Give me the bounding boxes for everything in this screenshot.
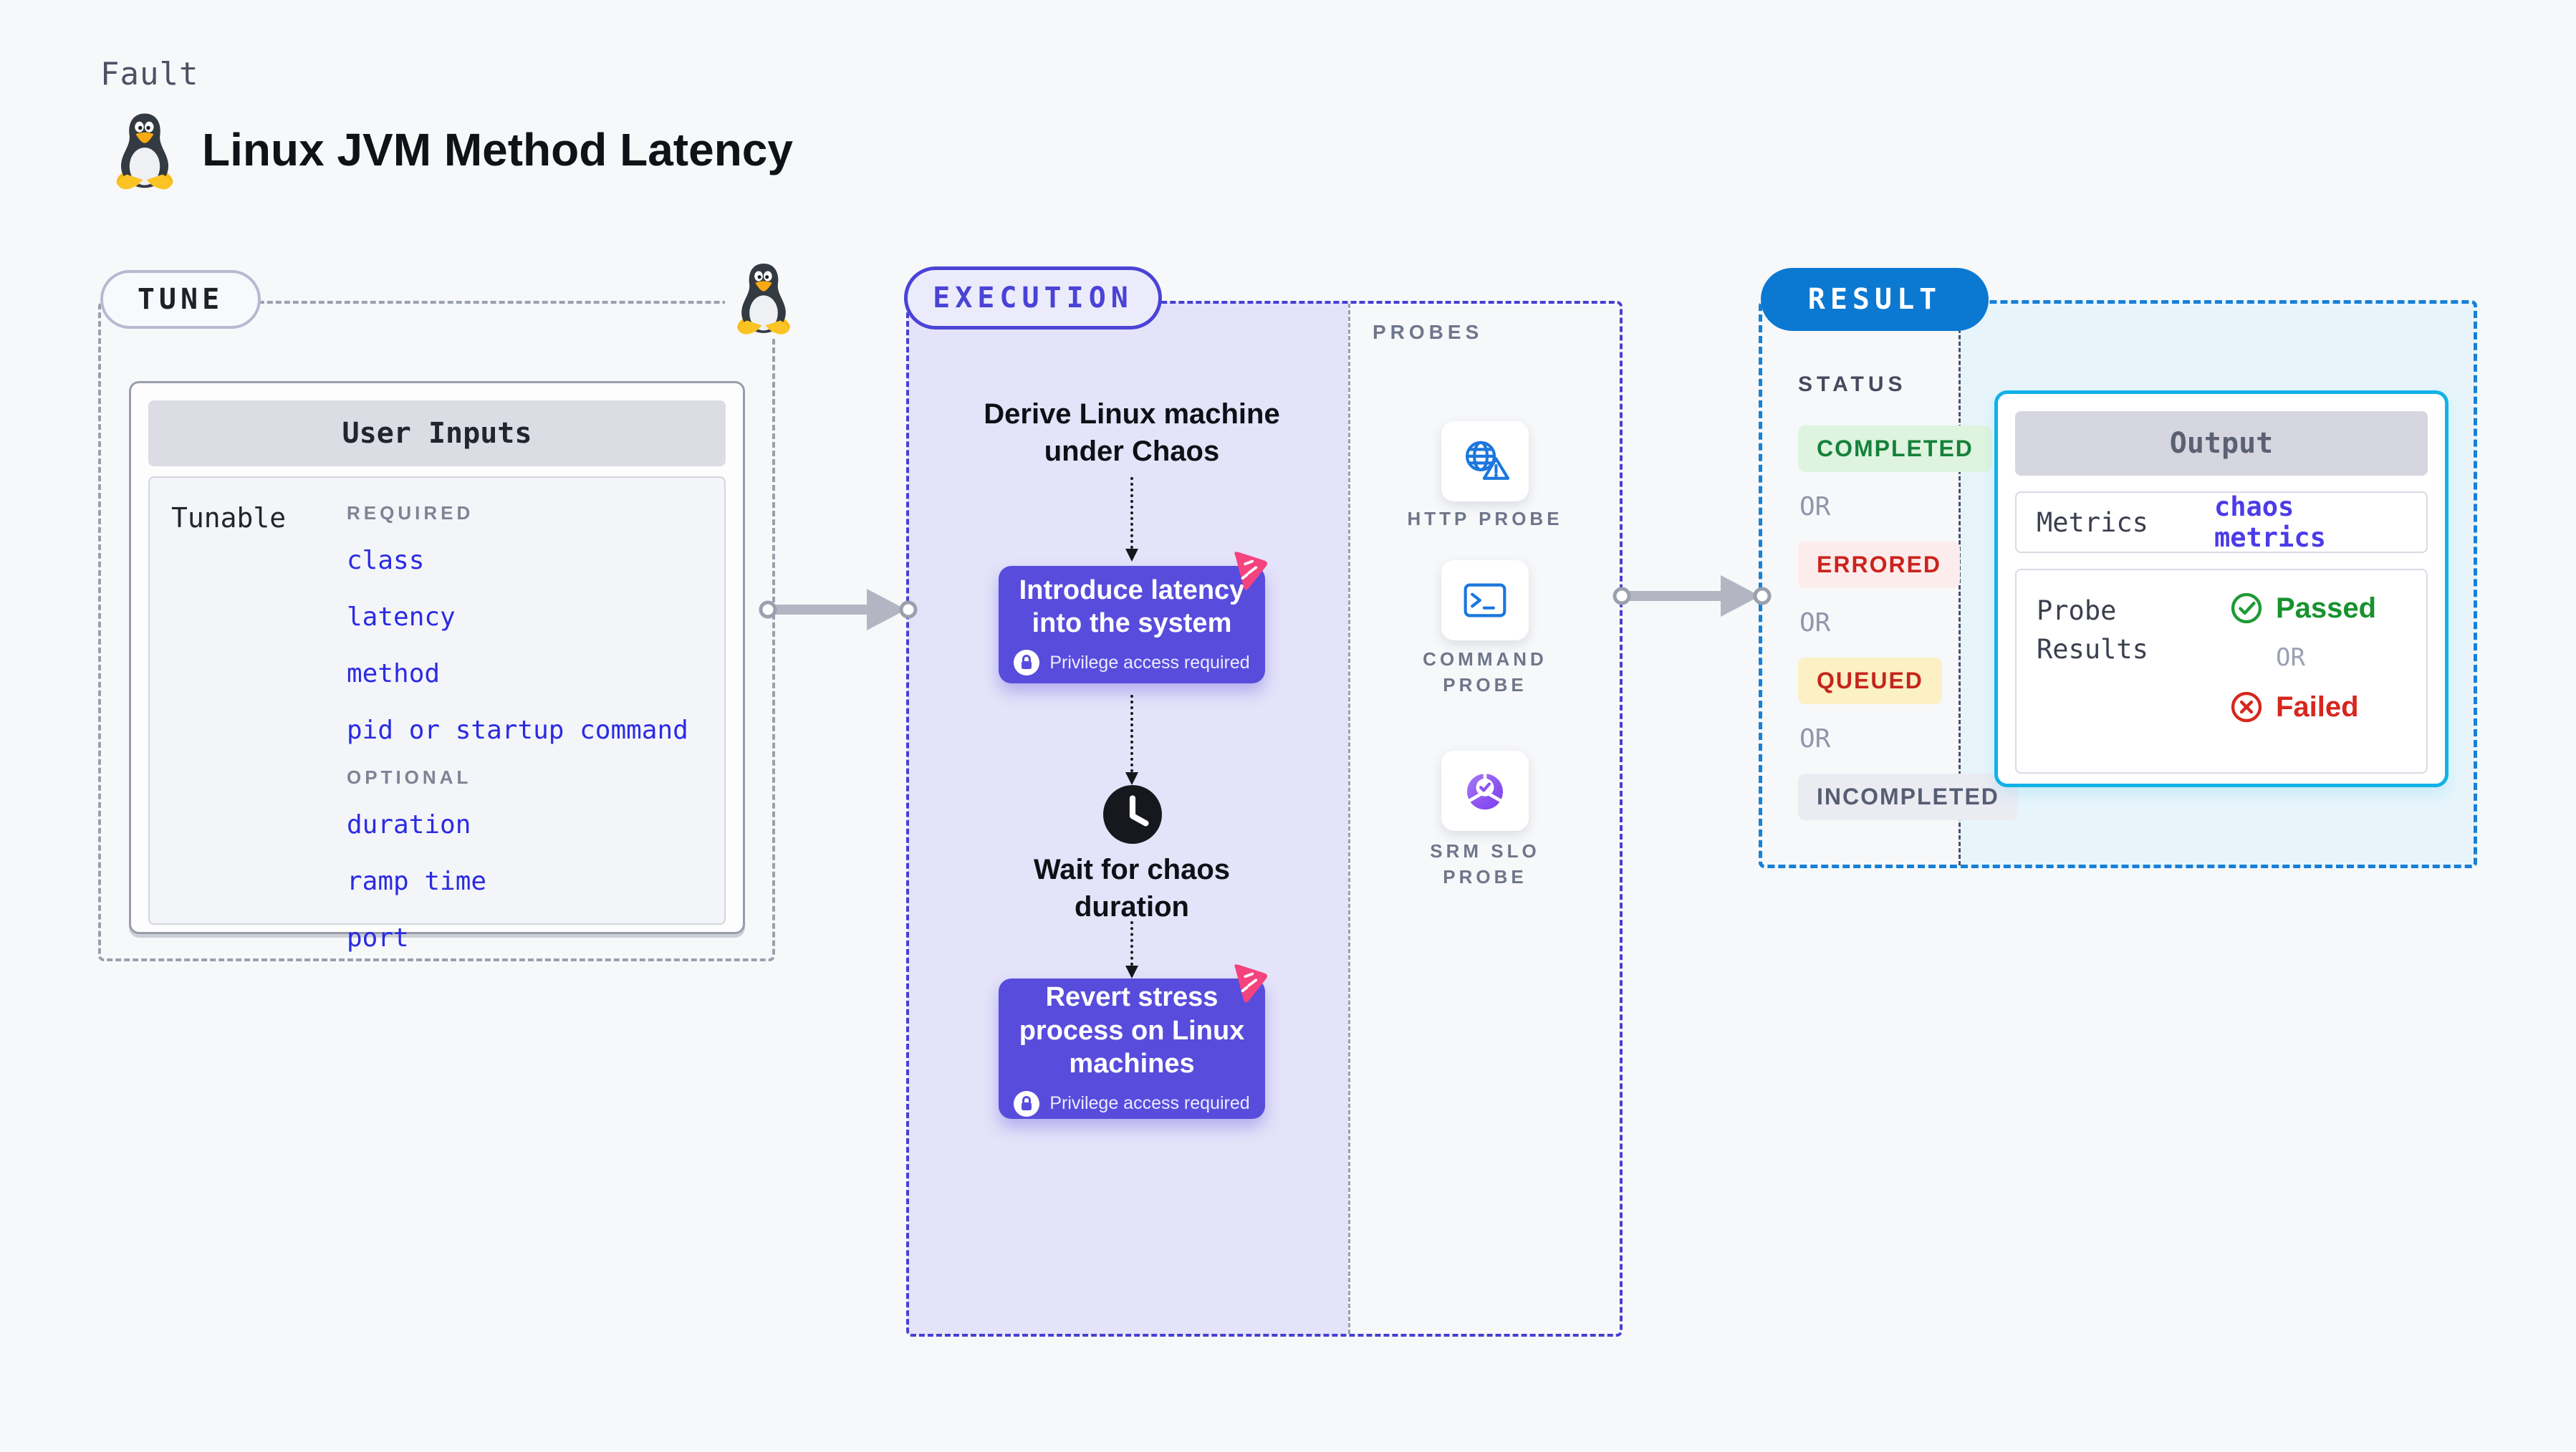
lock-icon bbox=[1014, 1091, 1039, 1117]
user-inputs-title: User Inputs bbox=[148, 400, 726, 466]
lock-icon bbox=[1014, 650, 1039, 675]
tune-dashed-frame bbox=[98, 301, 775, 961]
chaos-hub-pink-icon bbox=[1226, 961, 1269, 1004]
check-circle-icon bbox=[2230, 592, 2263, 625]
result-divider bbox=[1959, 303, 1961, 865]
wait-step-label: Wait for chaos duration bbox=[1033, 854, 1231, 923]
revert-stress-action: Revert stress process on Linux machines … bbox=[999, 979, 1265, 1119]
tux-penguin-icon bbox=[725, 252, 802, 337]
privilege-note: Privilege access required bbox=[1049, 652, 1250, 673]
flow-arrow-down bbox=[1125, 921, 1138, 979]
param-class: class bbox=[347, 546, 425, 575]
flow-arrow-down bbox=[1125, 477, 1138, 562]
output-card: Output Metrics chaos metrics Probe Resul… bbox=[1994, 390, 2448, 787]
tunable-label: Tunable bbox=[171, 502, 287, 534]
required-label: REQUIRED bbox=[347, 502, 474, 524]
param-ramp-time: ramp time bbox=[347, 867, 487, 896]
action-title: Introduce latency into the system bbox=[1019, 574, 1245, 638]
clock-icon bbox=[1103, 785, 1162, 844]
command-probe-card bbox=[1441, 560, 1529, 640]
terminal-icon bbox=[1458, 573, 1512, 628]
param-method: method bbox=[347, 659, 441, 688]
param-duration: duration bbox=[347, 810, 471, 840]
or-label: OR bbox=[2276, 643, 2305, 672]
probe-results-label: Probe Results bbox=[2037, 595, 2148, 665]
execution-to-result-arrow bbox=[1612, 564, 1772, 628]
srm-slo-probe-card bbox=[1441, 751, 1529, 831]
metrics-label: Metrics bbox=[2037, 506, 2148, 538]
param-latency: latency bbox=[347, 602, 456, 632]
or-label: OR bbox=[1799, 608, 1831, 638]
status-label: STATUS bbox=[1798, 372, 1907, 396]
probes-divider bbox=[1348, 304, 1350, 1334]
probe-results-row: Probe Results Passed OR Failed bbox=[2015, 569, 2428, 774]
metrics-row: Metrics chaos metrics bbox=[2015, 491, 2428, 553]
introduce-latency-action: Introduce latency into the system Privil… bbox=[999, 566, 1265, 683]
optional-label: OPTIONAL bbox=[347, 766, 472, 788]
result-dashed-frame bbox=[1759, 300, 2477, 868]
action-title: Revert stress process on Linux machines bbox=[1019, 982, 1245, 1080]
probes-label: PROBES bbox=[1373, 321, 1484, 343]
http-probe-label: HTTP PROBE bbox=[1407, 508, 1563, 529]
param-port: port bbox=[347, 923, 409, 953]
tune-badge: TUNE bbox=[100, 270, 261, 329]
status-badge-incompleted: INCOMPLETED bbox=[1798, 774, 2018, 820]
privilege-note: Privilege access required bbox=[1049, 1093, 1250, 1114]
failed-label: Failed bbox=[2276, 691, 2359, 723]
status-badge-queued: QUEUED bbox=[1798, 658, 1942, 704]
result-badge: RESULT bbox=[1761, 268, 1989, 331]
fault-kicker: Fault bbox=[100, 56, 199, 92]
execution-badge: EXECUTION bbox=[904, 266, 1162, 330]
derive-step-label: Derive Linux machine under Chaos bbox=[984, 398, 1280, 467]
chaos-hub-pink-icon bbox=[1226, 549, 1269, 592]
param-pid-or-startup-command: pid or startup command bbox=[347, 716, 688, 745]
srm-slo-probe-label: SRM SLO PROBE bbox=[1430, 840, 1540, 888]
status-badge-completed: COMPLETED bbox=[1798, 425, 1992, 472]
tunable-params: REQUIRED class latency method pid or sta… bbox=[347, 502, 710, 953]
output-title: Output bbox=[2015, 411, 2428, 476]
page-title: Linux JVM Method Latency bbox=[202, 124, 793, 176]
passed-label: Passed bbox=[2276, 592, 2377, 624]
http-probe-card bbox=[1441, 421, 1529, 501]
flow-arrow-down bbox=[1125, 695, 1138, 785]
globe-warning-icon bbox=[1458, 434, 1512, 489]
tune-to-execution-arrow bbox=[758, 577, 918, 642]
x-circle-icon bbox=[2230, 691, 2263, 723]
user-inputs-body: Tunable REQUIRED class latency method pi… bbox=[148, 476, 726, 953]
slo-donut-check-icon bbox=[1458, 764, 1512, 818]
or-label: OR bbox=[1799, 492, 1831, 521]
status-badge-errored: ERRORED bbox=[1798, 542, 1961, 588]
user-inputs-card: User Inputs Tunable REQUIRED class laten… bbox=[129, 381, 745, 953]
status-column: STATUS COMPLETED OR ERRORED OR QUEUED OR… bbox=[1798, 372, 2018, 820]
execution-dashed-frame bbox=[906, 301, 1623, 1337]
metrics-value: chaos metrics bbox=[2214, 491, 2326, 553]
command-probe-label: COMMAND PROBE bbox=[1423, 648, 1547, 696]
or-label: OR bbox=[1799, 724, 1831, 754]
tux-penguin-icon bbox=[112, 112, 178, 191]
